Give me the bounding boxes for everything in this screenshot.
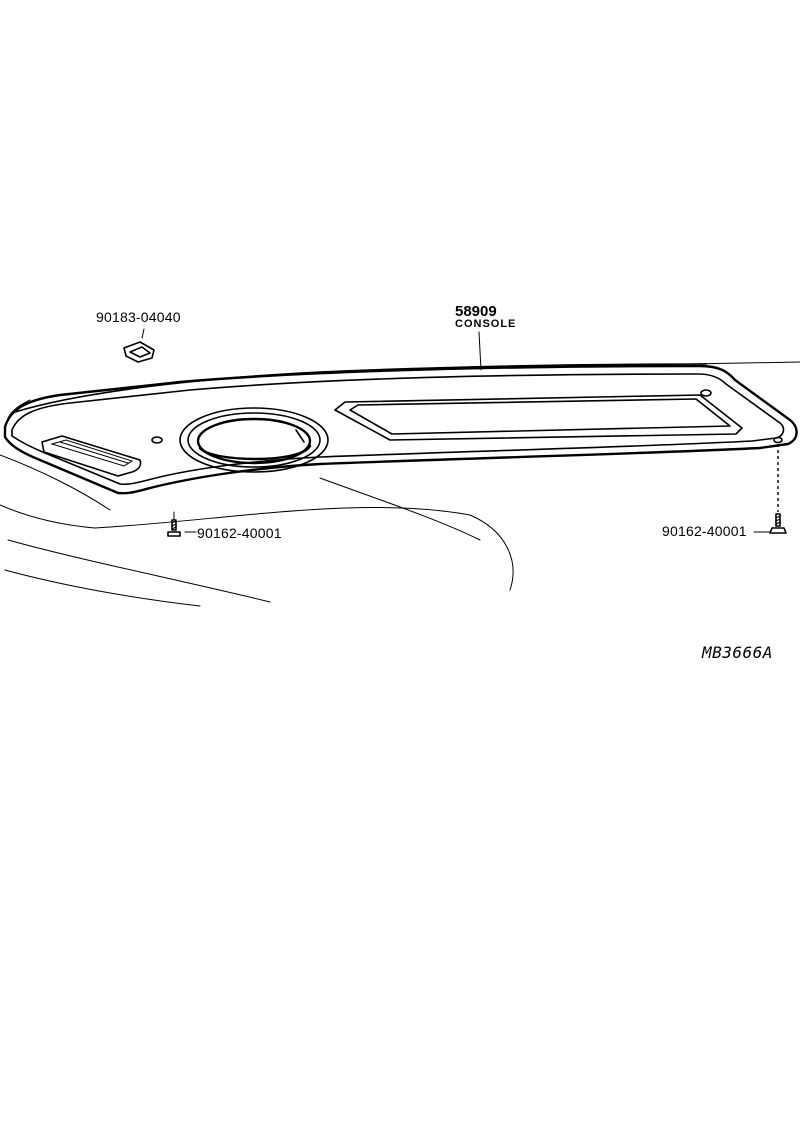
clip-part xyxy=(123,328,155,363)
screw-left xyxy=(167,511,181,537)
part-number-clip: 90183-04040 xyxy=(96,309,181,325)
screw-right xyxy=(769,513,787,534)
diagram-id: MB3666A xyxy=(702,643,773,662)
part-number-screw-left: 90162-40001 xyxy=(197,525,282,541)
part-name-console: CONSOLE xyxy=(455,318,517,330)
leader-lines xyxy=(184,331,779,533)
part-number-console: 58909 xyxy=(455,303,497,320)
part-number-screw-right: 90162-40001 xyxy=(662,523,747,539)
console-panel xyxy=(3,363,798,495)
